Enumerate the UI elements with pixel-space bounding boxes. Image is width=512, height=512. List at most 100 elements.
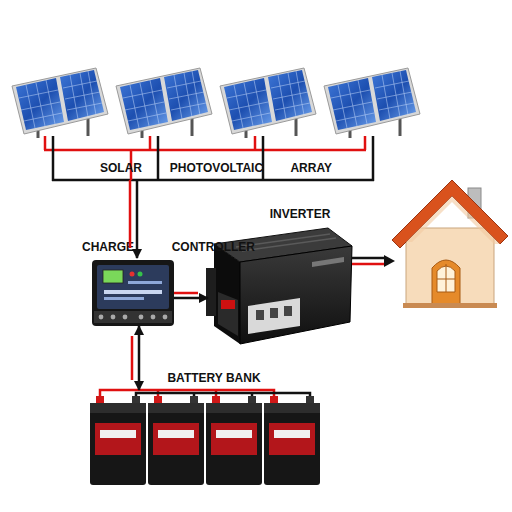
array-wiring — [44, 136, 47, 150]
array-wiring — [254, 136, 257, 150]
charge-controller-device — [123, 315, 128, 320]
charge-controller-device — [139, 315, 144, 320]
house — [432, 260, 460, 306]
inverter-to-house-arrow — [352, 257, 386, 260]
battery-wiring — [136, 393, 310, 396]
positive-wire — [129, 180, 132, 248]
house — [446, 264, 447, 292]
inverter-device — [248, 298, 300, 334]
house — [406, 228, 494, 306]
inverter-to-house-arrow — [384, 255, 395, 267]
battery — [264, 403, 320, 413]
battery — [270, 396, 278, 403]
charge-controller-device — [111, 315, 116, 320]
battery-wiring — [251, 393, 254, 396]
battery — [248, 396, 256, 403]
wire-connector — [132, 326, 139, 390]
battery — [190, 396, 198, 403]
inverter-device — [240, 246, 352, 344]
wire-connector — [174, 293, 208, 298]
array-wiring — [52, 136, 55, 181]
inverter-device — [312, 257, 344, 267]
battery — [132, 396, 140, 403]
battery-wiring — [100, 390, 310, 396]
battery — [95, 423, 141, 455]
battery — [90, 403, 146, 413]
node-label: BATTERY BANK — [152, 371, 276, 385]
house — [406, 196, 500, 244]
battery — [206, 396, 262, 485]
controller-node: CHARGE CONTROLLER — [92, 258, 174, 326]
battery-wiring — [193, 393, 196, 396]
battery — [148, 403, 204, 485]
inverter-device — [206, 268, 216, 316]
solar-panels — [12, 68, 108, 138]
solar-panels — [220, 68, 316, 138]
house — [392, 180, 508, 308]
house — [437, 279, 455, 280]
node-label: INVERTER — [248, 207, 352, 221]
battery-bank — [90, 390, 320, 485]
battery — [264, 403, 320, 485]
charge-controller-device — [163, 315, 168, 320]
charge-controller-device — [104, 297, 144, 300]
inverter-node: INVERTER — [208, 226, 354, 344]
battery — [148, 396, 204, 485]
array-node: SOLAR PHOTOVOLTAIC ARRAY — [100, 158, 332, 180]
inverter-to-house-arrow — [352, 263, 386, 266]
solar-panels — [12, 68, 420, 138]
array-wiring — [44, 149, 366, 152]
inverter-device — [256, 310, 264, 320]
battery — [90, 396, 146, 485]
charge-controller-device — [92, 260, 174, 326]
array-wiring — [364, 136, 367, 150]
solar-panels — [116, 68, 212, 138]
array-wiring — [52, 179, 374, 182]
battery — [216, 430, 252, 438]
positive-wire — [174, 292, 198, 295]
solar-panels — [324, 68, 420, 138]
charge-controller-device — [130, 272, 135, 277]
battery — [148, 403, 204, 413]
charge-controller-device — [103, 270, 123, 283]
battery — [153, 423, 199, 455]
battery — [264, 396, 320, 485]
node-label: SOLAR PHOTOVOLTAIC ARRAY — [100, 161, 332, 175]
battery — [212, 396, 220, 403]
battery — [158, 430, 194, 438]
charge-controller-device — [138, 272, 143, 277]
inverter-device — [218, 292, 238, 336]
battery — [206, 403, 262, 413]
inverter-device — [270, 308, 278, 318]
house — [392, 180, 508, 248]
battery — [100, 430, 136, 438]
charge-controller-device — [104, 290, 162, 294]
charge-controller-device — [94, 311, 172, 323]
charge-controller-device — [99, 315, 104, 320]
battery-node: BATTERY BANK — [88, 390, 328, 488]
battery — [90, 403, 146, 485]
inverter-device — [242, 238, 336, 251]
array-wiring — [44, 136, 374, 181]
battery — [269, 423, 315, 455]
inverter-to-house-arrow — [352, 255, 395, 267]
charge-controller-device — [151, 315, 156, 320]
array-wiring — [149, 136, 152, 150]
positive-wire — [131, 336, 134, 380]
battery — [154, 396, 162, 403]
node-label: CHARGE CONTROLLER — [82, 240, 255, 254]
charge-controller-device — [97, 265, 169, 309]
battery — [96, 396, 104, 403]
charge-controller-device — [128, 281, 162, 284]
inverter-device — [284, 306, 292, 316]
charge-controller-device — [92, 260, 174, 326]
battery — [206, 403, 262, 485]
inverter-device — [221, 300, 235, 309]
battery — [274, 430, 310, 438]
battery — [211, 423, 257, 455]
battery — [306, 396, 314, 403]
negative-wire — [138, 326, 141, 390]
